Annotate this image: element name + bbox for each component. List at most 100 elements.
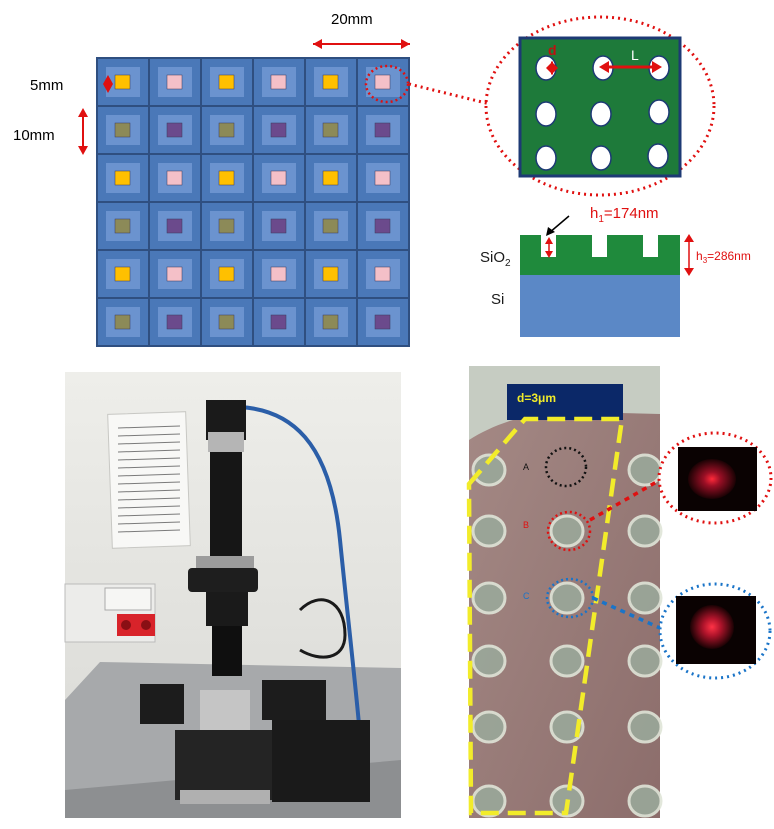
grid-die-purple bbox=[374, 314, 391, 330]
svg-text:h1=174nm: h1=174nm bbox=[590, 205, 659, 225]
micro-d-label: d=3μm bbox=[517, 391, 556, 405]
grid-die-purple bbox=[270, 122, 287, 138]
marker-a bbox=[544, 446, 588, 488]
grid-die-purple bbox=[374, 122, 391, 138]
measurement-region bbox=[466, 416, 625, 816]
grid-die-yellow bbox=[114, 266, 131, 282]
grid-die-yellow bbox=[114, 74, 131, 90]
grid-die-pink bbox=[270, 74, 287, 90]
marker-b bbox=[546, 510, 592, 552]
micro-hole bbox=[471, 453, 507, 487]
grid-die-purple bbox=[374, 218, 391, 234]
grid-die-olive bbox=[218, 314, 235, 330]
grid-die-pink bbox=[270, 266, 287, 282]
svg-text:SiO2: SiO2 bbox=[480, 249, 511, 269]
grid-die-olive bbox=[322, 122, 339, 138]
grid-die-purple bbox=[166, 218, 183, 234]
grid-die-pink bbox=[166, 74, 183, 90]
grid-die-yellow bbox=[218, 266, 235, 282]
d-arrow-right bbox=[551, 61, 558, 75]
hole bbox=[590, 101, 612, 127]
leader-b bbox=[589, 478, 661, 522]
label-5mm: 5mm bbox=[30, 77, 63, 94]
grid-die-yellow bbox=[218, 170, 235, 186]
zoom-view: d L bbox=[484, 15, 716, 197]
dimension-5mm: 5mm bbox=[30, 75, 113, 94]
micro-hole bbox=[471, 710, 507, 744]
grid-die-yellow bbox=[218, 74, 235, 90]
label-10mm: 10mm bbox=[13, 127, 55, 144]
hole bbox=[590, 145, 612, 171]
micro-hole bbox=[627, 581, 663, 615]
grid-die-pink bbox=[166, 170, 183, 186]
spot-zoom-b bbox=[657, 431, 773, 525]
selected-die-marker bbox=[364, 64, 410, 104]
grid-die-pink bbox=[374, 74, 391, 90]
zoom-leader-line bbox=[408, 82, 491, 106]
grid-die-olive bbox=[322, 314, 339, 330]
micro-hole bbox=[549, 581, 585, 615]
grid-tile bbox=[356, 297, 410, 347]
micro-hole-array bbox=[471, 453, 663, 818]
micro-label-box bbox=[507, 384, 623, 420]
label-d: d bbox=[548, 42, 557, 58]
h1-label: h bbox=[590, 205, 598, 222]
si-label: Si bbox=[491, 291, 504, 308]
micro-hole bbox=[471, 644, 507, 678]
grid-die-purple bbox=[270, 218, 287, 234]
micro-hole bbox=[549, 644, 585, 678]
sio2-label: SiO bbox=[480, 249, 505, 266]
grid-die-olive bbox=[114, 314, 131, 330]
grid-die-yellow bbox=[114, 170, 131, 186]
sio2-layer bbox=[520, 235, 680, 275]
grid-die-yellow bbox=[322, 266, 339, 282]
hole bbox=[535, 145, 557, 171]
grid-die-yellow bbox=[322, 74, 339, 90]
label-a: A bbox=[523, 462, 529, 472]
grid-die-olive bbox=[114, 122, 131, 138]
h3-label: h bbox=[696, 249, 703, 263]
hole bbox=[647, 143, 669, 169]
grid-die-olive bbox=[114, 218, 131, 234]
sample-grid bbox=[96, 57, 410, 347]
label-b: B bbox=[523, 520, 529, 530]
h1-value: =174nm bbox=[604, 205, 659, 222]
label-20mm: 20mm bbox=[331, 11, 373, 28]
micro-hole bbox=[627, 644, 663, 678]
cross-section: h1=174nm h3=286nm SiO2 Si bbox=[480, 205, 751, 337]
grid-die-purple bbox=[166, 314, 183, 330]
grid-die-pink bbox=[374, 266, 391, 282]
grid-die-pink bbox=[374, 170, 391, 186]
grid-die-yellow bbox=[322, 170, 339, 186]
hole bbox=[648, 99, 670, 125]
label-L: L bbox=[631, 47, 639, 63]
sio2-subscript: 2 bbox=[505, 258, 511, 269]
h3-value: =286nm bbox=[707, 249, 751, 263]
svg-text:h3=286nm: h3=286nm bbox=[696, 249, 751, 265]
micro-hole bbox=[627, 453, 663, 487]
grid-die-pink bbox=[166, 266, 183, 282]
micro-hole bbox=[549, 514, 585, 548]
grid-die-pink bbox=[270, 170, 287, 186]
micrograph-panel: d=3μm A B C bbox=[466, 366, 663, 818]
dimension-10mm: 10mm bbox=[13, 108, 88, 155]
leader-c bbox=[592, 596, 661, 630]
micro-hole bbox=[627, 514, 663, 548]
dimension-20mm: 20mm bbox=[313, 11, 410, 49]
grid-die-purple bbox=[166, 122, 183, 138]
micro-hole bbox=[627, 784, 663, 818]
microscope-setup-photo bbox=[64, 372, 401, 818]
spot-zoom-c bbox=[658, 582, 772, 680]
grid-tile bbox=[356, 153, 410, 203]
grid-die-purple bbox=[270, 314, 287, 330]
si-substrate bbox=[520, 275, 680, 337]
micro-hole bbox=[471, 581, 507, 615]
grid-die-olive bbox=[218, 218, 235, 234]
micro-hole bbox=[627, 710, 663, 744]
h1-subscript: 1 bbox=[598, 214, 604, 225]
hole bbox=[535, 101, 557, 127]
h3-subscript: 3 bbox=[703, 256, 708, 265]
label-c: C bbox=[523, 591, 530, 601]
micro-hole bbox=[471, 514, 507, 548]
